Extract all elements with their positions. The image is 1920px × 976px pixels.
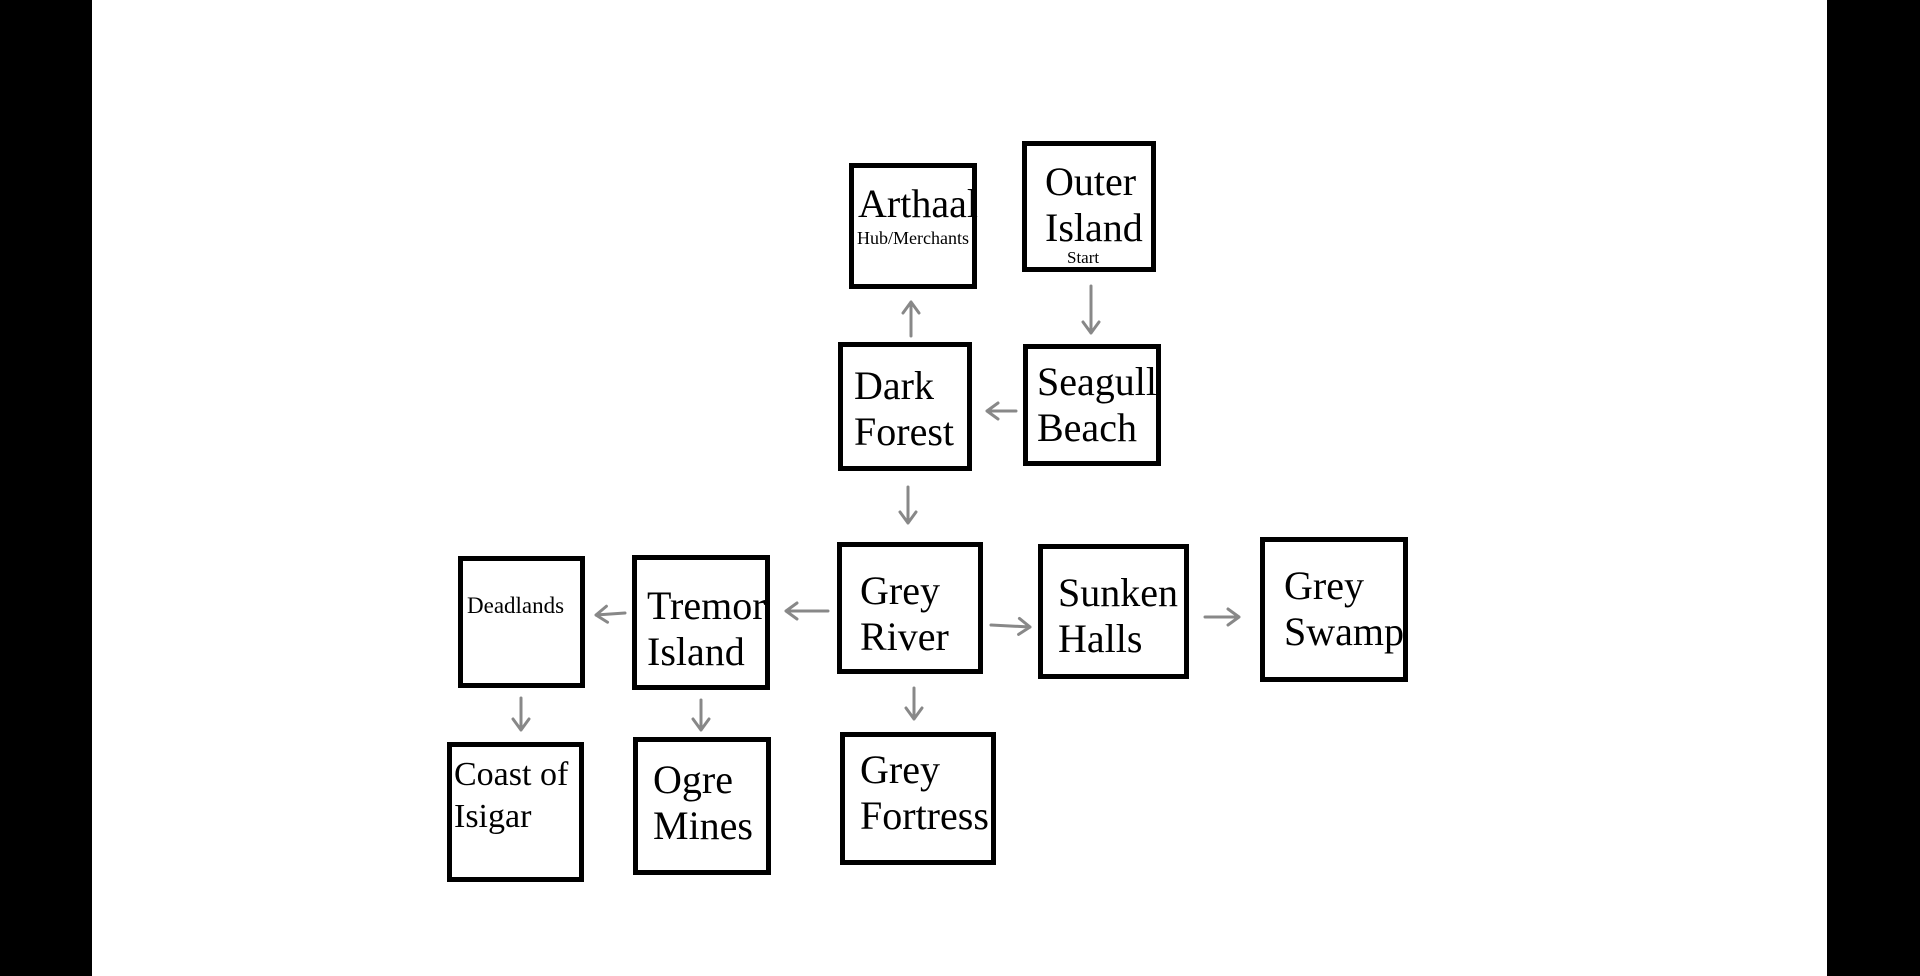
- arrow-deadlands-to-coast-of-isigar: [511, 696, 531, 732]
- node-label-line1: Grey: [860, 747, 940, 792]
- node-tremor-island: Tremor Island: [632, 555, 770, 690]
- node-label-line1: Sunken: [1058, 570, 1178, 615]
- arrow-dark-forest-to-grey-river: [898, 485, 918, 525]
- node-seagull-beach: Seagull Beach: [1023, 344, 1161, 466]
- arrow-dark-forest-to-arthaal: [901, 300, 921, 338]
- node-label-line1: Tremor: [647, 583, 766, 628]
- node-label: Deadlands: [467, 593, 565, 618]
- node-outer-island: Outer Island Start: [1022, 141, 1156, 272]
- arrow-grey-river-to-sunken-halls: [989, 616, 1032, 636]
- node-sunken-halls: Sunken Halls: [1038, 544, 1189, 679]
- node-label-line1: Outer: [1045, 159, 1137, 204]
- arrow-seagull-beach-to-dark-forest: [985, 401, 1018, 421]
- node-label-line2: Swamp: [1284, 609, 1404, 654]
- node-label-line2: Mines: [653, 803, 753, 848]
- node-grey-swamp: Grey Swamp: [1260, 537, 1408, 682]
- node-label-line1: Grey: [860, 568, 940, 613]
- arrow-grey-river-to-grey-fortress: [904, 686, 924, 721]
- node-arthaal: Arthaal Hub/Merchants: [849, 163, 978, 289]
- edge-group: [511, 284, 1241, 732]
- node-sublabel: Start: [1067, 248, 1100, 267]
- node-label-line2: Island: [1045, 205, 1143, 250]
- node-label-line1: Dark: [854, 363, 934, 408]
- arrow-tremor-island-to-ogre-mines: [691, 698, 711, 732]
- node-label-line2: Fortress: [860, 793, 989, 838]
- node-coast-of-isigar: Coast of Isigar: [447, 742, 584, 882]
- node-grey-river: Grey River: [837, 542, 983, 674]
- node-label-line2: River: [860, 614, 949, 659]
- node-label-line1: Grey: [1284, 563, 1364, 608]
- node-label-line2: Forest: [854, 409, 954, 454]
- node-ogre-mines: Ogre Mines: [633, 737, 771, 875]
- node-label-line2: Halls: [1058, 616, 1143, 661]
- arrow-sunken-halls-to-grey-swamp: [1203, 607, 1241, 627]
- node-label: Arthaal: [858, 181, 978, 226]
- node-grey-fortress: Grey Fortress: [840, 732, 996, 865]
- node-dark-forest: Dark Forest: [838, 342, 972, 471]
- arrow-tremor-island-to-deadlands: [594, 604, 627, 624]
- node-label-line1: Coast of: [454, 756, 569, 793]
- node-label-line2: Island: [647, 629, 745, 674]
- node-label-line2: Isigar: [454, 798, 532, 835]
- arrow-outer-island-to-seagull-beach: [1081, 284, 1101, 335]
- node-label-line1: Seagull: [1037, 359, 1157, 404]
- node-label-line2: Beach: [1037, 405, 1137, 450]
- node-deadlands: Deadlands: [458, 556, 585, 688]
- node-label-line1: Ogre: [653, 757, 733, 802]
- node-sublabel: Hub/Merchants: [857, 228, 969, 248]
- arrow-grey-river-to-tremor-island: [784, 601, 830, 621]
